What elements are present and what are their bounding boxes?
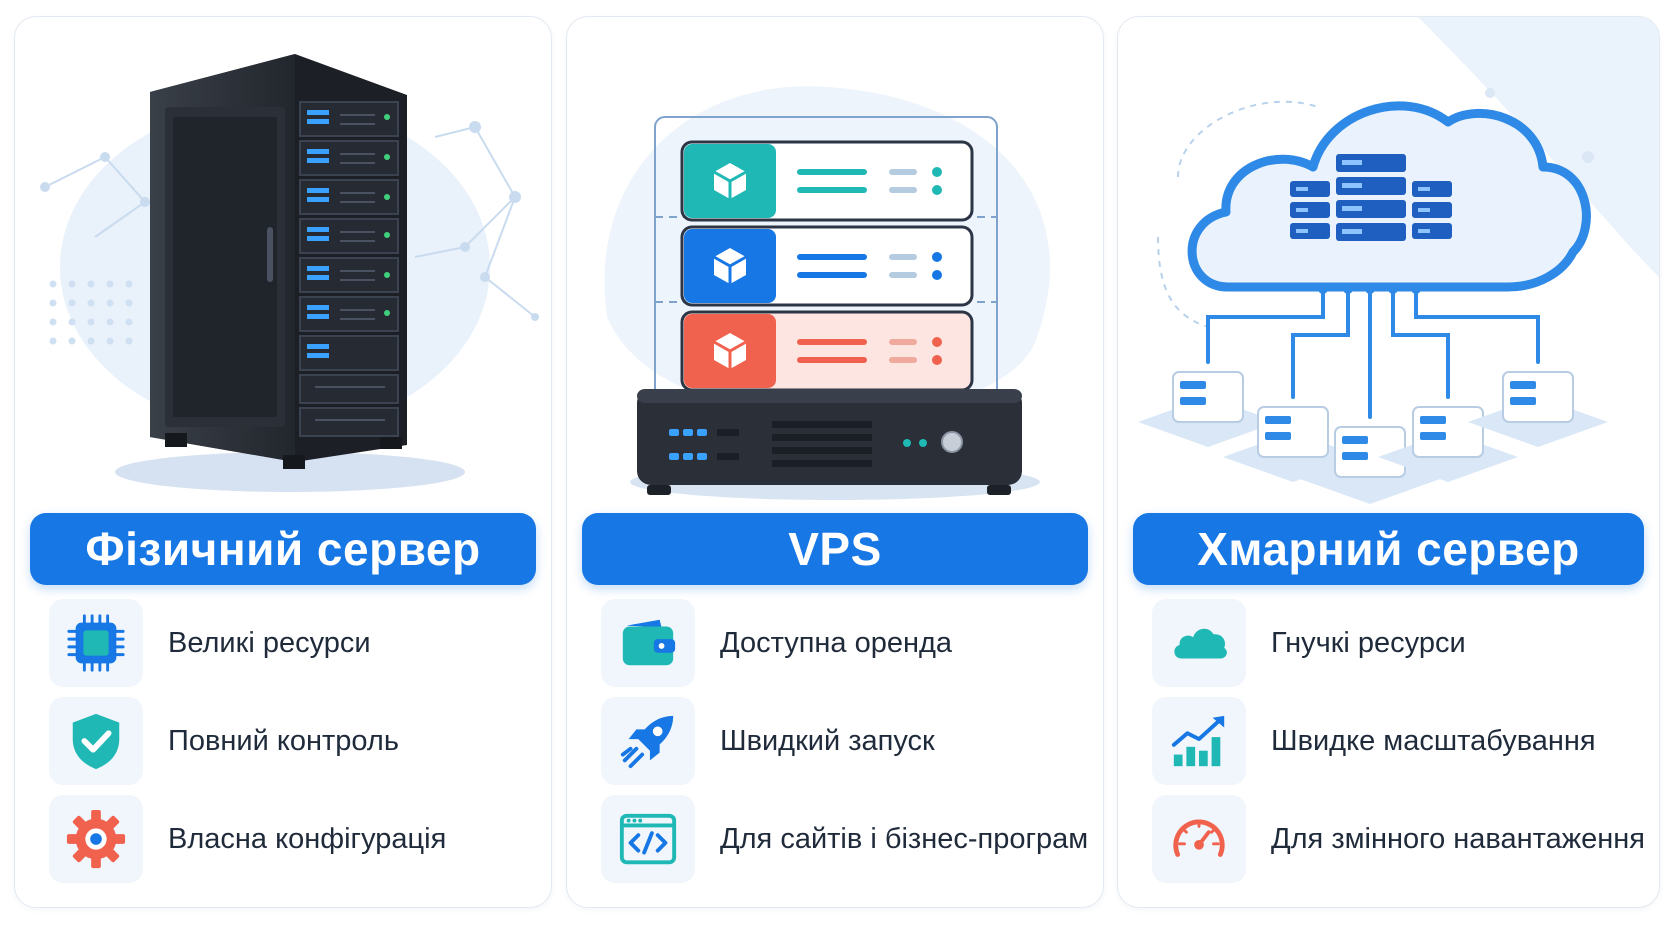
feature-label: Швидке масштабування: [1271, 724, 1596, 757]
feature-item: Повний контроль: [15, 695, 551, 787]
growth-chart-icon: [1152, 697, 1246, 785]
card-cloud-server: Хмарний сервер Гнучкі ресурси: [1117, 16, 1660, 908]
cloud-icon: [1152, 599, 1246, 687]
feature-label: Для змінного навантаження: [1271, 822, 1645, 855]
feature-item: Швидке масштабування: [1118, 695, 1659, 787]
feature-label: Швидкий запуск: [720, 724, 935, 757]
feature-label: Для сайтів і бізнес-програм: [720, 822, 1089, 855]
cloud-network-illustration: [1118, 17, 1659, 517]
wallet-icon: [601, 599, 695, 687]
feature-item: Для змінного навантаження: [1118, 793, 1659, 885]
feature-item: Гнучкі ресурси: [1118, 597, 1659, 689]
speedometer-icon: [1152, 795, 1246, 883]
shield-check-icon: [49, 697, 143, 785]
feature-item: Доступна оренда: [567, 597, 1103, 689]
feature-item: Для сайтів і бізнес-програм: [567, 793, 1103, 885]
rocket-icon: [601, 697, 695, 785]
cpu-chip-icon: [49, 599, 143, 687]
card-title-cloud-server: Хмарний сервер: [1133, 513, 1644, 585]
vps-stack-illustration: [567, 17, 1103, 517]
code-window-icon: [601, 795, 695, 883]
feature-label: Доступна оренда: [720, 626, 953, 659]
card-title-vps: VPS: [582, 513, 1088, 585]
card-title-physical-server: Фізичний сервер: [30, 513, 536, 585]
card-vps: VPS Доступна оренда: [566, 16, 1104, 908]
feature-label: Повний контроль: [168, 724, 399, 757]
feature-item: Власна конфігурація: [15, 793, 551, 885]
feature-label: Власна конфігурація: [168, 822, 447, 855]
card-physical-server: Фізичний сервер Великі ресурси: [14, 16, 552, 908]
feature-label: Гнучкі ресурси: [1271, 626, 1466, 659]
feature-item: Великі ресурси: [15, 597, 551, 689]
feature-label: Великі ресурси: [168, 626, 371, 659]
server-rack-illustration: [15, 17, 551, 517]
gear-icon: [49, 795, 143, 883]
feature-item: Швидкий запуск: [567, 695, 1103, 787]
